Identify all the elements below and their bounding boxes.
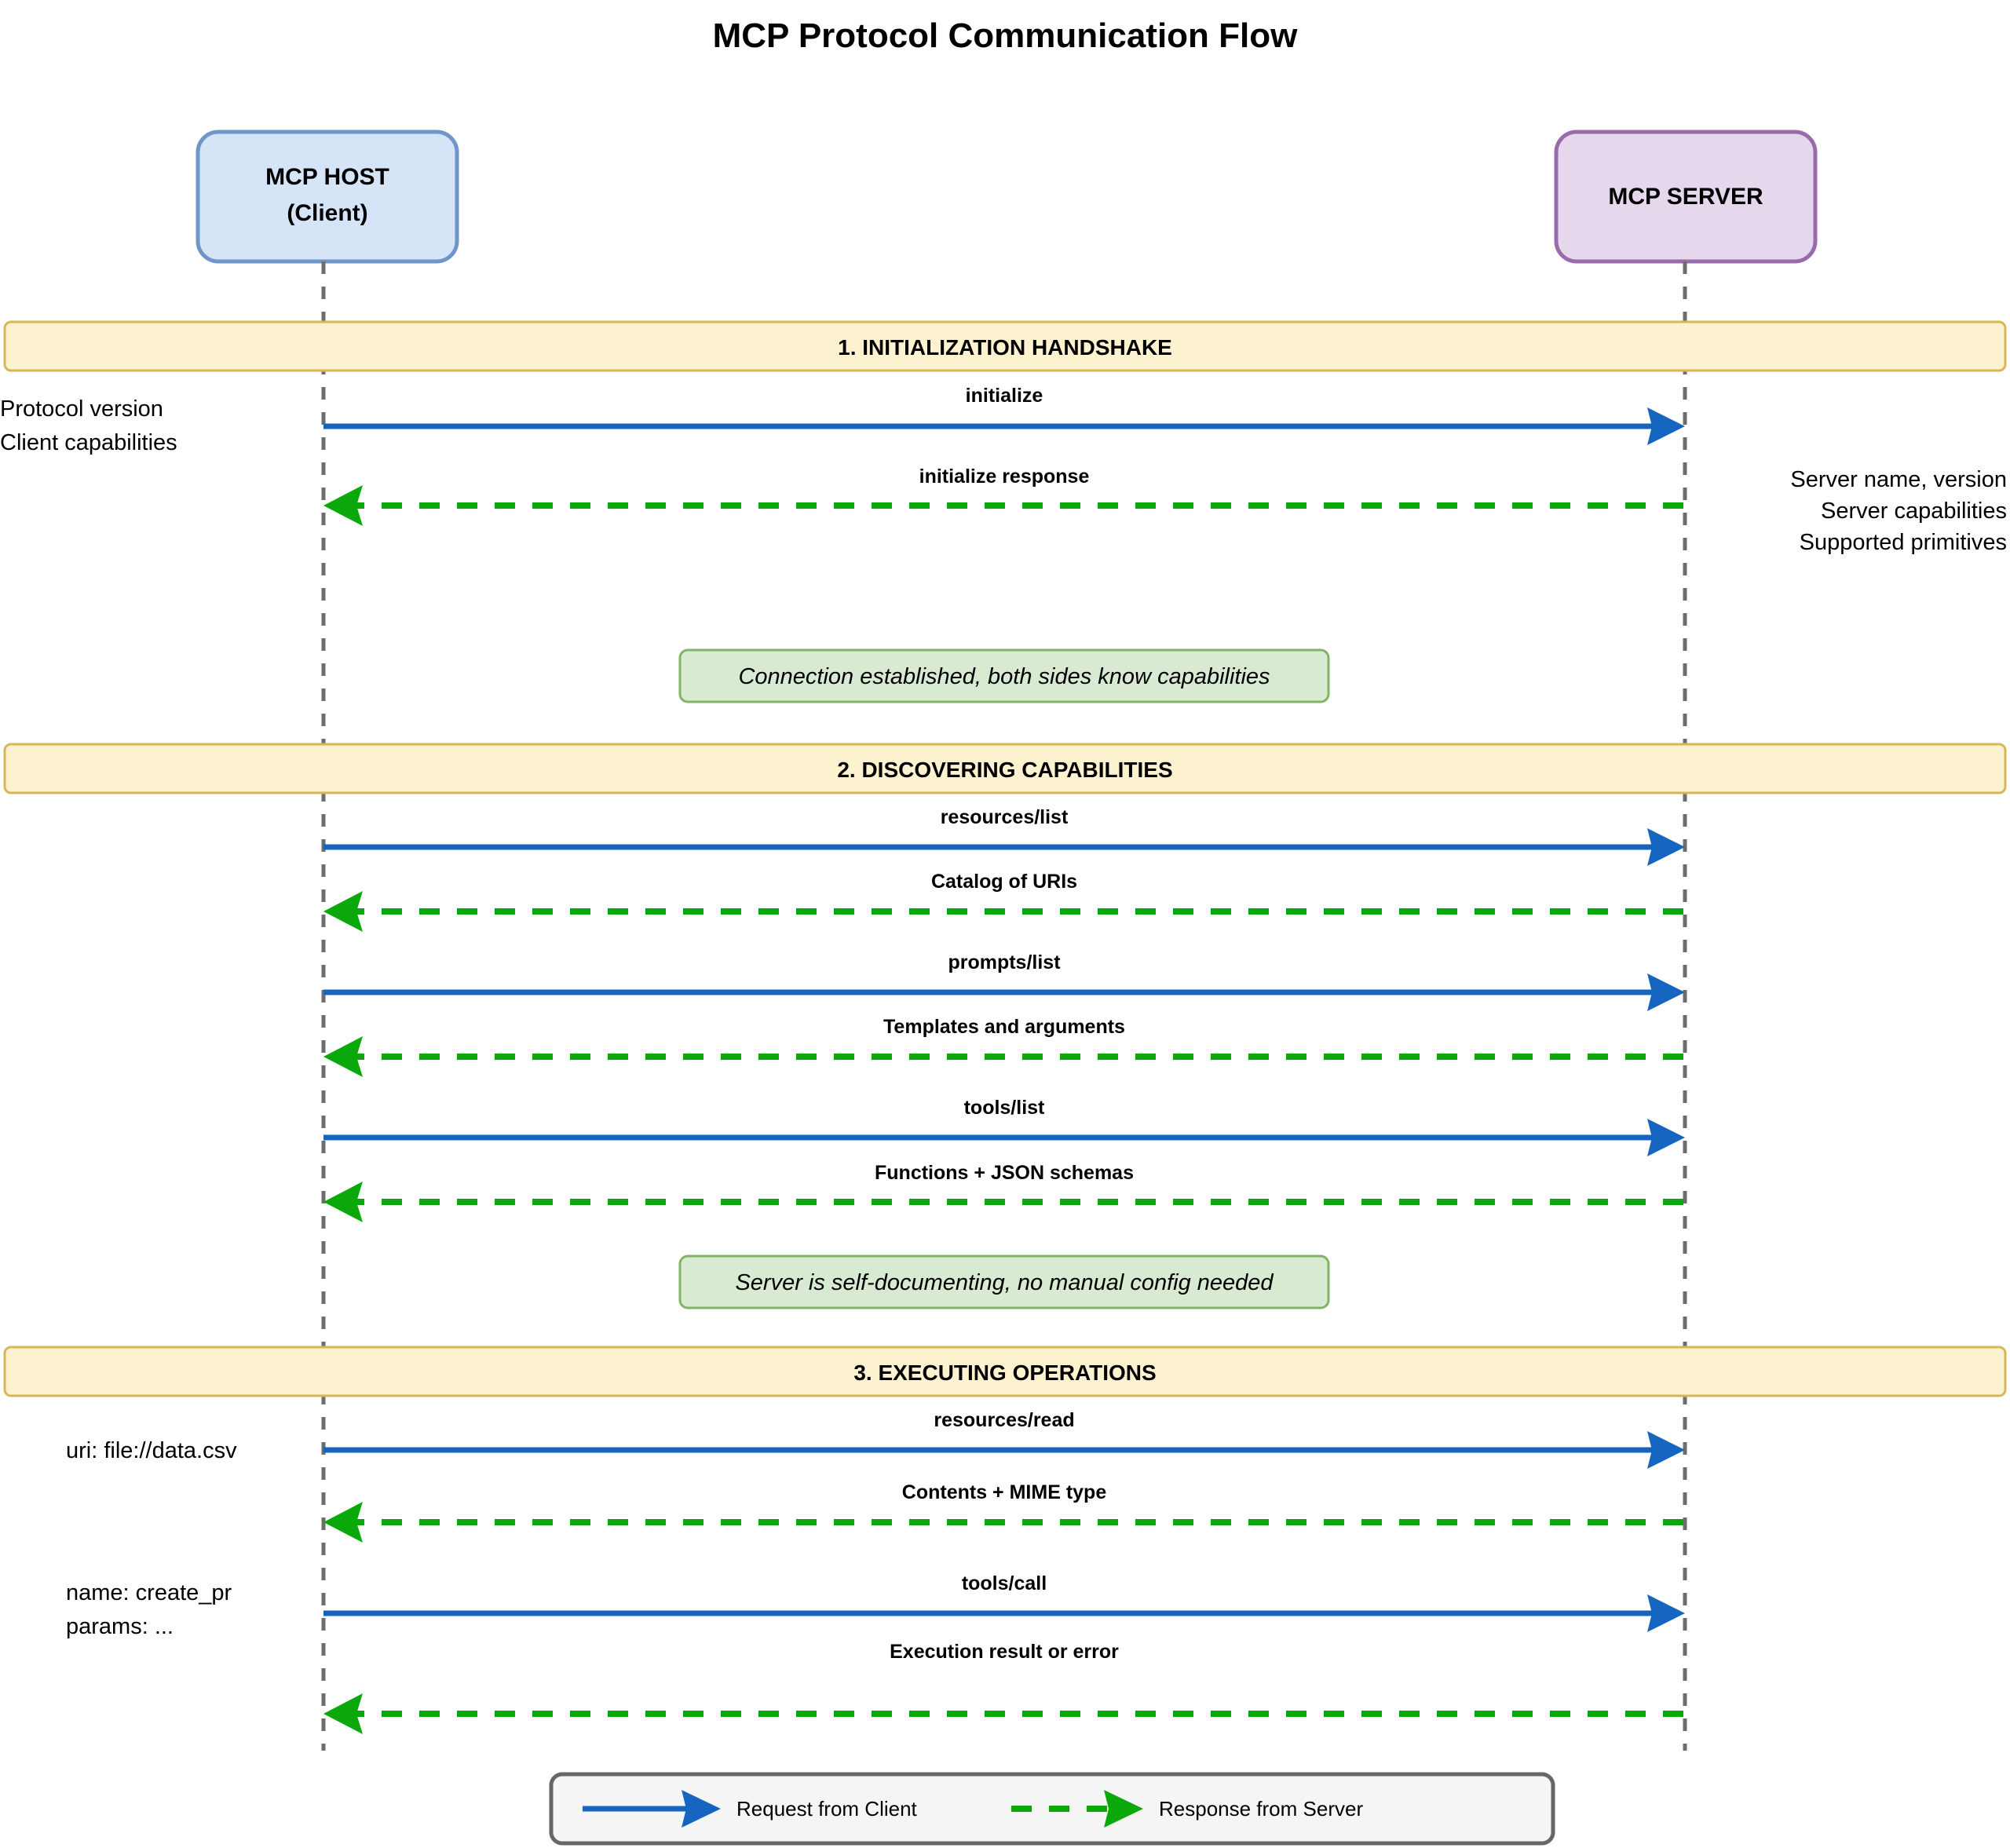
note-label-1: Connection established, both sides know … xyxy=(738,664,1270,689)
section-banner-label-1: 1. INITIALIZATION HANDSHAKE xyxy=(838,335,1172,360)
side-note-line-2: params: ... xyxy=(66,1614,174,1639)
note-box-rect-2 xyxy=(678,1255,1330,1309)
legend-response-label: Response from Server xyxy=(1159,1797,1363,1821)
message-label-resources-list: resources/list xyxy=(941,806,1069,828)
message-label-tools-call: tools/call xyxy=(962,1572,1047,1594)
side-note-line-3: Supported primitives xyxy=(1800,530,2007,555)
message-templates-and-arguments: Templates and arguments xyxy=(323,1016,1685,1077)
legend-item-response: Response from Server xyxy=(1011,1790,1363,1828)
arrowhead-right-icon xyxy=(1647,973,1685,1011)
side-note-line-1: Server name, version xyxy=(1790,467,2007,492)
section-banner-discovery: 2. DISCOVERING CAPABILITIES xyxy=(3,743,2007,794)
message-label-functions-json-schemas: Functions + JSON schemas xyxy=(875,1162,1134,1184)
note-label-2: Server is self-documenting, no manual co… xyxy=(735,1270,1274,1295)
legend: Request from Client Response from Server xyxy=(549,1772,1555,1846)
actor-mcp-host[interactable]: MCP HOST (Client) xyxy=(196,130,459,264)
message-initialize: initialize xyxy=(323,385,1685,445)
section-banner-execution: 3. EXECUTING OPERATIONS xyxy=(3,1346,2007,1397)
message-label-initialize-response: initialize response xyxy=(919,466,1090,488)
section-banner-initialization: 1. INITIALIZATION HANDSHAKE xyxy=(3,320,2007,372)
arrowhead-left-icon xyxy=(323,1181,363,1222)
message-label-execution-result: Execution result or error xyxy=(890,1641,1119,1663)
note-connection-established: Connection established, both sides know … xyxy=(678,648,1330,703)
side-note-line-1: Protocol version xyxy=(0,396,163,422)
legend-item-request: Request from Client xyxy=(583,1790,918,1828)
arrowhead-right-icon xyxy=(1647,1119,1685,1156)
arrowhead-right-icon xyxy=(682,1790,721,1828)
arrowhead-left-icon xyxy=(323,485,363,526)
message-label-catalog-of-uris: Catalog of URIs xyxy=(931,871,1077,893)
side-note-line-2: Client capabilities xyxy=(0,430,177,455)
message-tools-list: tools/list xyxy=(323,1097,1685,1156)
actor-mcp-server[interactable]: MCP SERVER xyxy=(1554,130,1818,264)
message-initialize-response: initialize response xyxy=(323,466,1685,526)
message-prompts-list: prompts/list xyxy=(323,951,1685,1011)
message-execution-result: Execution result or error xyxy=(323,1641,1685,1734)
message-label-templates-and-arguments: Templates and arguments xyxy=(883,1016,1125,1038)
message-label-contents-mime-type: Contents + MIME type xyxy=(902,1481,1107,1503)
message-label-resources-read: resources/read xyxy=(934,1409,1074,1431)
side-note-resource-uri: uri: file://data.csv xyxy=(66,1438,237,1463)
message-label-prompts-list: prompts/list xyxy=(948,951,1061,973)
arrowhead-right-icon xyxy=(1104,1790,1143,1828)
side-note-line-2: Server capabilities xyxy=(1821,499,2007,524)
side-note-line-1: name: create_pr xyxy=(66,1580,232,1605)
arrowhead-left-icon xyxy=(323,1036,363,1077)
actor-label-host-subtitle: (Client) xyxy=(287,200,367,226)
side-note-tool-params: name: create_pr params: ... xyxy=(66,1580,232,1639)
arrowhead-right-icon xyxy=(1647,407,1685,445)
actor-box-host[interactable] xyxy=(196,130,459,264)
message-label-tools-list: tools/list xyxy=(964,1097,1045,1119)
arrowhead-left-icon xyxy=(323,891,363,932)
section-banner-rect-1 xyxy=(3,320,2007,372)
message-resources-read: resources/read xyxy=(323,1409,1685,1469)
message-label-initialize: initialize xyxy=(966,385,1043,407)
side-note-server-capabilities: Server name, version Server capabilities… xyxy=(1790,467,2007,555)
message-tools-call: tools/call xyxy=(323,1572,1685,1632)
arrowhead-right-icon xyxy=(1647,1594,1685,1632)
actor-label-server-name: MCP SERVER xyxy=(1608,184,1763,210)
message-resources-list: resources/list xyxy=(323,806,1685,866)
arrowhead-right-icon xyxy=(1647,828,1685,866)
page-title: MCP Protocol Communication Flow xyxy=(713,16,1299,55)
legend-request-label: Request from Client xyxy=(736,1797,918,1821)
message-contents-mime-type: Contents + MIME type xyxy=(323,1481,1685,1543)
arrowhead-left-icon xyxy=(323,1502,363,1543)
section-banner-rect-3 xyxy=(3,1346,2007,1397)
message-functions-json-schemas: Functions + JSON schemas xyxy=(323,1162,1685,1222)
section-banner-label-2: 2. DISCOVERING CAPABILITIES xyxy=(837,758,1172,782)
arrowhead-right-icon xyxy=(1647,1431,1685,1469)
arrowhead-left-icon xyxy=(323,1693,363,1734)
side-note-client-capabilities: Protocol version Client capabilities xyxy=(0,396,177,455)
note-self-documenting: Server is self-documenting, no manual co… xyxy=(678,1255,1330,1309)
section-banner-rect-2 xyxy=(3,743,2007,794)
message-catalog-of-uris: Catalog of URIs xyxy=(323,871,1685,932)
side-note-line-1: uri: file://data.csv xyxy=(66,1438,237,1463)
section-banner-label-3: 3. EXECUTING OPERATIONS xyxy=(853,1360,1156,1385)
actor-label-host-name: MCP HOST xyxy=(265,164,389,190)
note-box-rect-1 xyxy=(678,648,1330,703)
